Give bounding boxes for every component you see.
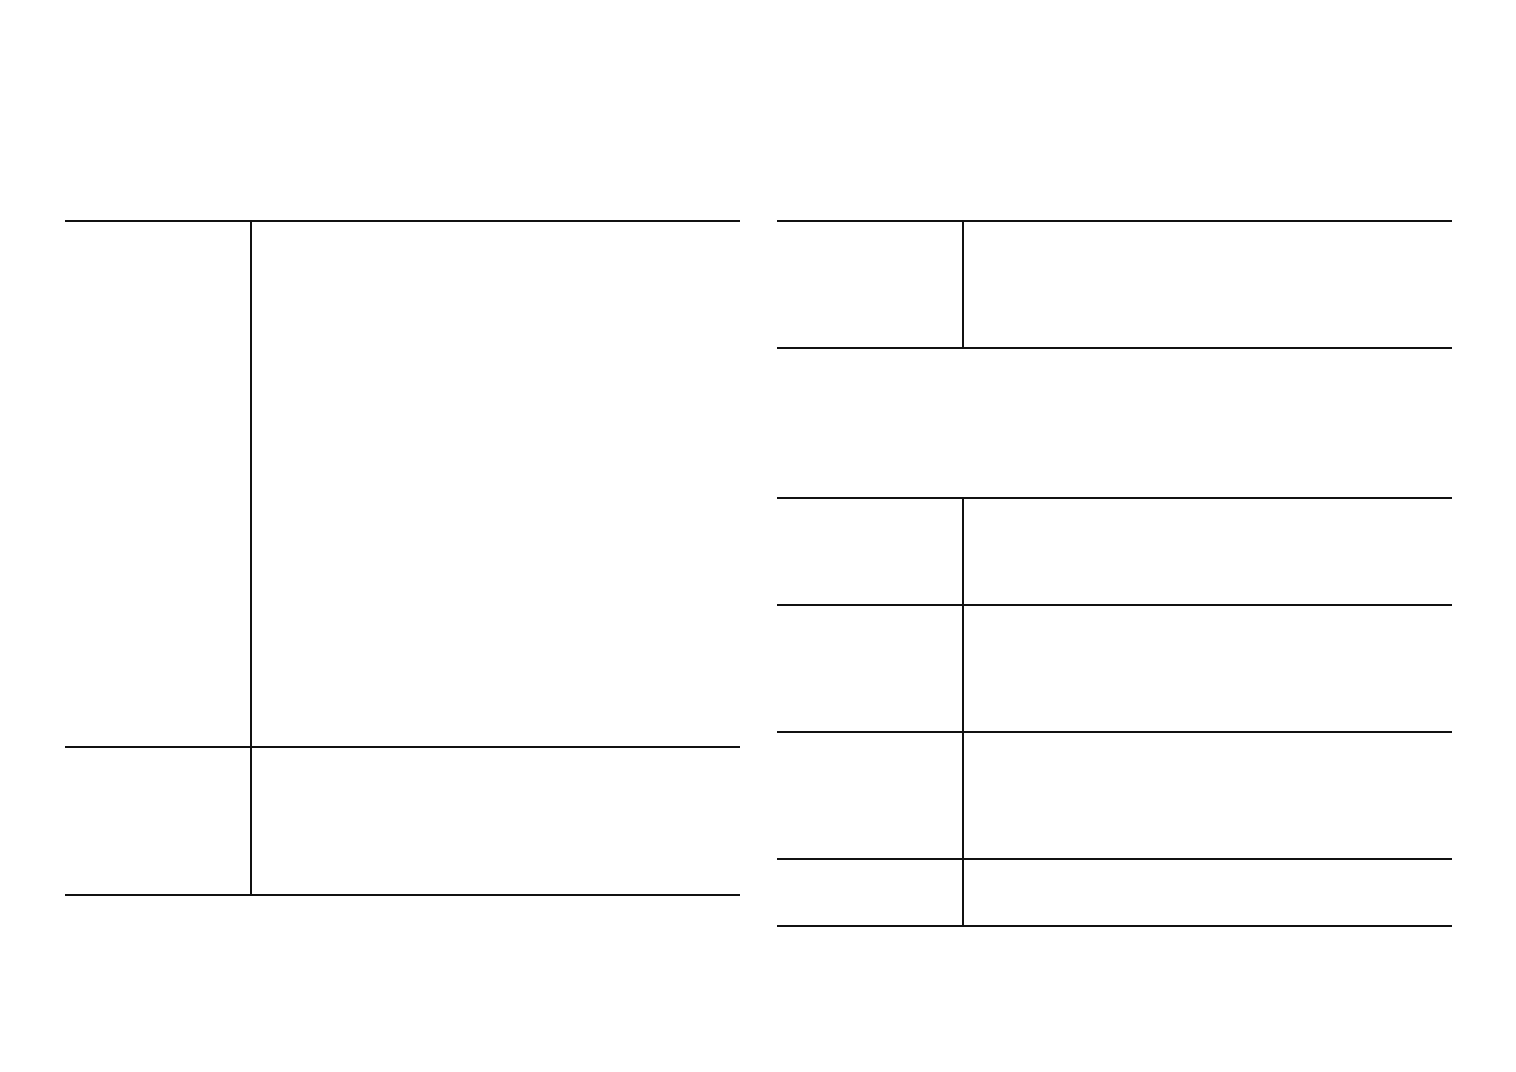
right-bottom-table [777, 497, 1452, 927]
row-label [777, 858, 964, 927]
table-row [65, 220, 740, 748]
row-value [251, 746, 740, 896]
row-value [963, 858, 1452, 927]
row-value [251, 220, 740, 748]
row-label [777, 220, 964, 349]
table-row [777, 731, 1452, 860]
row-value [963, 220, 1452, 349]
left-table [65, 220, 740, 896]
row-label [65, 220, 252, 748]
table-row [777, 858, 1452, 927]
row-label [777, 497, 964, 606]
row-value [963, 604, 1452, 733]
table-row [777, 604, 1452, 733]
table-row [777, 220, 1452, 349]
table-row [65, 746, 740, 896]
row-label [777, 731, 964, 860]
row-value [963, 731, 1452, 860]
row-label [777, 604, 964, 733]
row-label [65, 746, 252, 896]
right-top-table [777, 220, 1452, 349]
row-value [963, 497, 1452, 606]
table-row [777, 497, 1452, 606]
